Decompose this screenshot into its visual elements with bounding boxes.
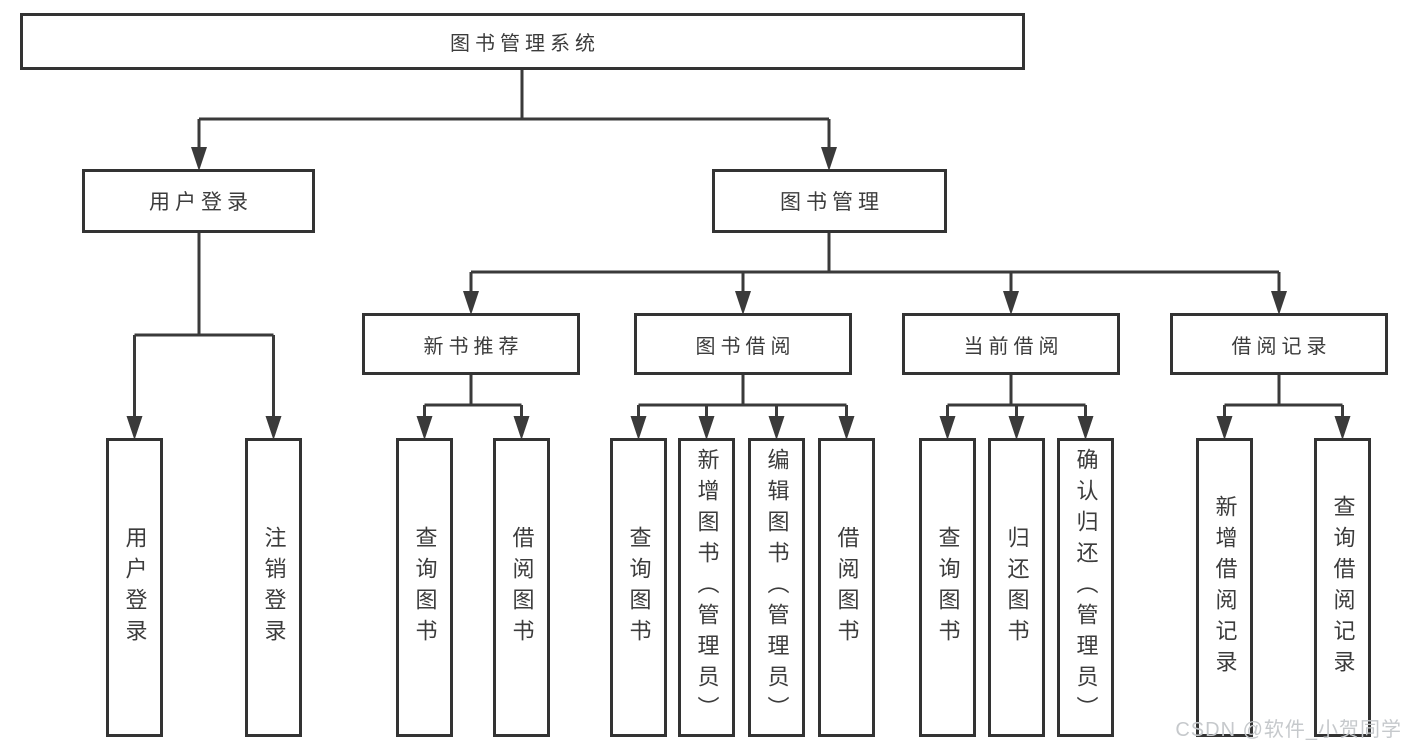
leaf-label: 查询借阅记录 [1330,494,1356,681]
leaf-add-book-admin: 新增图书（管理员） [678,438,735,737]
node-borrow-records: 借阅记录 [1170,313,1388,375]
leaf-borrow-books: 借阅图书 [818,438,875,737]
leaf-label: 新增图书（管理员） [694,448,720,727]
node-book-borrow: 图书借阅 [634,313,852,375]
node-current-borrow: 当前借阅 [902,313,1120,375]
leaf-label: 用户登录 [122,525,148,650]
leaf-label: 查询图书 [412,525,438,650]
leaf-label: 借阅图书 [834,525,860,650]
leaf-user-login: 用户登录 [106,438,163,737]
leaf-label: 借阅图书 [509,525,535,650]
leaf-return-books: 归还图书 [988,438,1045,737]
leaf-label: 注销登录 [261,525,287,650]
leaf-label: 新增借阅记录 [1212,494,1238,681]
leaf-confirm-return-admin: 确认归还（管理员） [1057,438,1114,737]
leaf-add-borrow-record: 新增借阅记录 [1196,438,1253,737]
node-user-login: 用户登录 [82,169,315,233]
leaf-label: 确认归还（管理员） [1073,448,1099,727]
leaf-query-borrow-record: 查询借阅记录 [1314,438,1371,737]
leaf-query-books-borrow: 查询图书 [610,438,667,737]
leaf-edit-book-admin: 编辑图书（管理员） [748,438,805,737]
node-root: 图书管理系统 [20,13,1025,70]
leaf-label: 查询图书 [626,525,652,650]
leaf-query-books-current: 查询图书 [919,438,976,737]
leaf-logout: 注销登录 [245,438,302,737]
leaf-label: 查询图书 [935,525,961,650]
leaf-label: 编辑图书（管理员） [764,448,790,727]
node-new-book-recommend: 新书推荐 [362,313,580,375]
csdn-watermark: CSDN @软件_小贺同学 [1175,719,1402,741]
node-book-management: 图书管理 [712,169,947,233]
leaf-query-books-recommend: 查询图书 [396,438,453,737]
leaf-label: 归还图书 [1004,525,1030,650]
leaf-borrow-books-recommend: 借阅图书 [493,438,550,737]
